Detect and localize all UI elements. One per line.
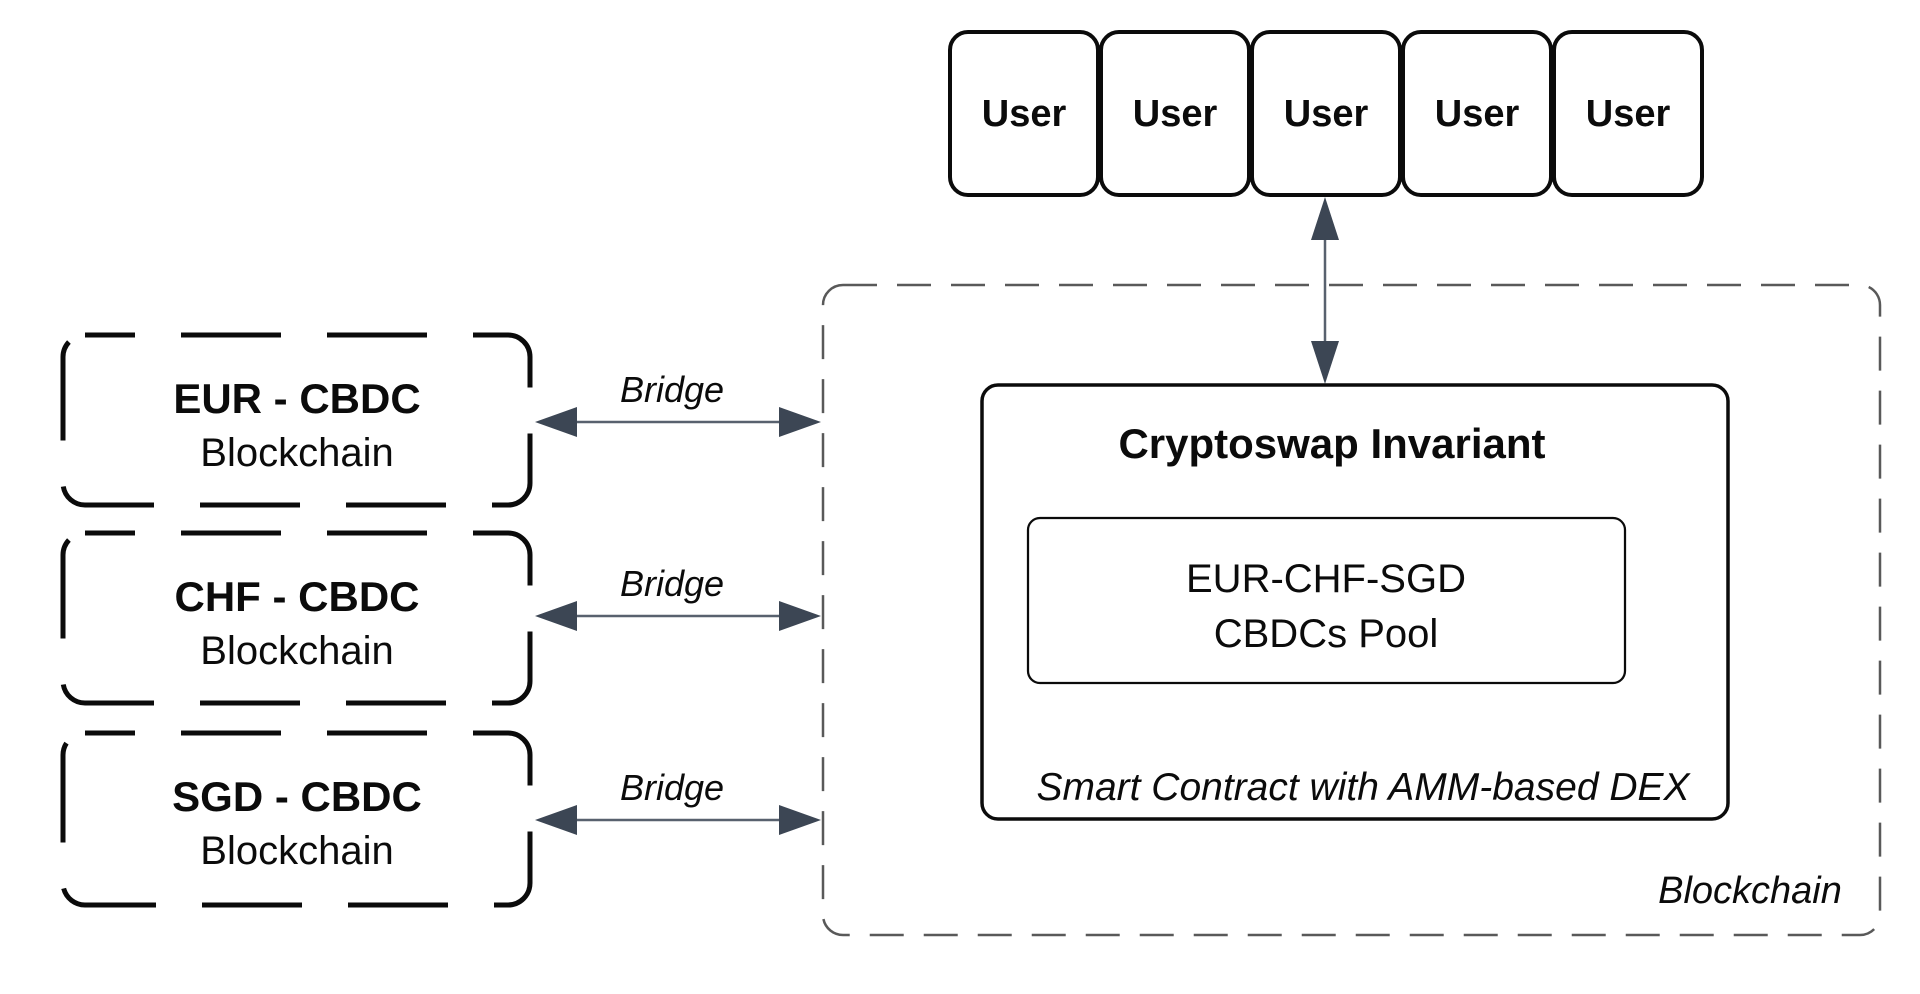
chf-cbdc-box <box>60 530 533 706</box>
arrow-left-head-icon <box>535 601 577 631</box>
chain-node-chf: CHF - CBDC Blockchain <box>60 530 533 706</box>
user-node: User <box>1401 30 1553 197</box>
arrow-left-head-icon <box>535 805 577 835</box>
blockchain-container: Blockchain <box>821 283 1882 937</box>
bridge-chf: Bridge <box>535 563 821 631</box>
eur-cbdc-name: EUR - CBDC <box>173 375 420 422</box>
arrow-right-head-icon <box>779 601 821 631</box>
bridge-sgd: Bridge <box>535 767 821 835</box>
arrow-right-head-icon <box>779 805 821 835</box>
user-node: User <box>1250 30 1402 197</box>
user-label: User <box>1133 93 1218 135</box>
user-box <box>1250 30 1402 197</box>
user-box <box>1401 30 1553 197</box>
sgd-cbdc-sub: Blockchain <box>200 829 393 873</box>
user-label: User <box>1586 93 1671 135</box>
eur-cbdc-sub: Blockchain <box>200 431 393 475</box>
sgd-cbdc-name: SGD - CBDC <box>172 773 422 820</box>
chf-cbdc-sub: Blockchain <box>200 629 393 673</box>
user-box <box>1099 30 1251 197</box>
blockchain-container-label: Blockchain <box>1658 870 1842 912</box>
cbdc-pool-node: EUR-CHF-SGD CBDCs Pool <box>1026 516 1627 685</box>
chain-node-sgd: SGD - CBDC Blockchain <box>60 730 533 908</box>
bridge-label: Bridge <box>620 767 724 808</box>
user-node: User <box>1099 30 1251 197</box>
user-row: User User User User User <box>948 30 1704 197</box>
cryptoswap-title: Cryptoswap Invariant <box>1118 420 1545 467</box>
bridge-eur: Bridge <box>535 369 821 437</box>
blockchain-container-border <box>821 283 1882 937</box>
smart-contract-caption: Smart Contract with AMM-based DEX <box>1036 766 1691 809</box>
bridge-label: Bridge <box>620 369 724 410</box>
user-label: User <box>982 93 1067 135</box>
arrow-down-head-icon <box>1311 341 1339 384</box>
user-label: User <box>1284 93 1369 135</box>
user-node: User <box>1552 30 1704 197</box>
arrow-left-head-icon <box>535 407 577 437</box>
cbdc-pool-line2: CBDCs Pool <box>1214 612 1439 656</box>
users-contract-arrow <box>1311 197 1339 384</box>
user-box <box>1552 30 1704 197</box>
user-box <box>948 30 1100 197</box>
chain-node-eur: EUR - CBDC Blockchain <box>60 332 533 508</box>
arrow-right-head-icon <box>779 407 821 437</box>
cbdc-pool-box <box>1026 516 1627 685</box>
chf-cbdc-name: CHF - CBDC <box>175 573 420 620</box>
cryptoswap-invariant-node: Cryptoswap Invariant EUR-CHF-SGD CBDCs P… <box>980 383 1730 821</box>
eur-cbdc-box <box>60 332 533 508</box>
cbdc-pool-line1: EUR-CHF-SGD <box>1186 557 1466 601</box>
sgd-cbdc-box <box>60 730 533 908</box>
user-node: User <box>948 30 1100 197</box>
user-label: User <box>1435 93 1520 135</box>
arrow-up-head-icon <box>1311 197 1339 240</box>
bridge-label: Bridge <box>620 563 724 604</box>
